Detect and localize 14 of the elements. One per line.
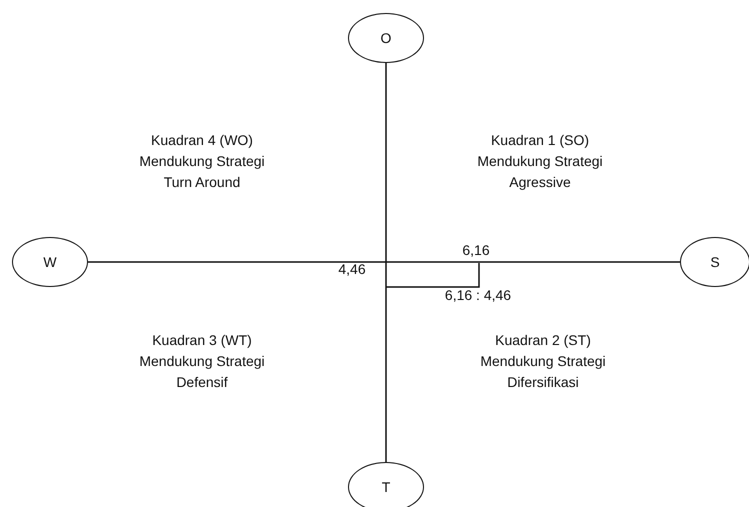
value-label: 6,16 bbox=[461, 241, 491, 260]
node-letter: W bbox=[43, 254, 57, 270]
axis-line bbox=[385, 63, 387, 462]
node-letter: O bbox=[380, 30, 392, 46]
quadrant-label: Kuadran 4 (WO) Mendukung Strategi Turn Around bbox=[138, 131, 266, 192]
value-label: 4,46 bbox=[337, 260, 367, 279]
node-letter: T bbox=[382, 479, 390, 495]
ellipse-node bbox=[680, 237, 749, 287]
value-label: 6,16 : 4,46 bbox=[444, 286, 512, 305]
axis-line bbox=[88, 261, 680, 263]
quadrant-label: Kuadran 2 (ST) Mendukung Strategi Difersifikasi bbox=[479, 331, 607, 392]
node-letter: S bbox=[710, 254, 720, 270]
quadrant-label: Kuadran 3 (WT) Mendukung Strategi Defensif bbox=[138, 331, 266, 392]
quadrant-label: Kuadran 1 (SO) Mendukung Strategi Agressive bbox=[476, 131, 604, 192]
